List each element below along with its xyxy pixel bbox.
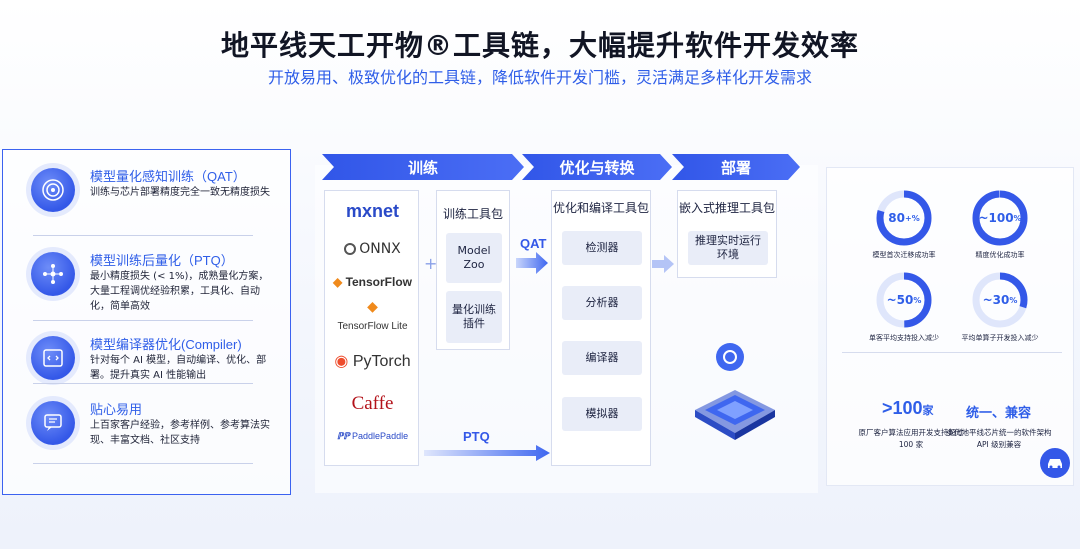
ring-chart (876, 272, 932, 328)
metric-ring: ~30% (970, 270, 1030, 330)
stat-desc: 原厂客户算法应用开发支持超过 100 家 (858, 428, 964, 449)
metric-label: 单客平均支持投入减少 (869, 334, 939, 342)
metric-suffix: % (1013, 213, 1022, 223)
metric-suffix: +% (904, 213, 920, 223)
page-subtitle: 开放易用、极致优化的工具链，降低软件开发门槛，灵活满足多样化开发需求 (267, 68, 812, 87)
metric-label: 模型首次迁移成功率 (872, 251, 936, 259)
ring-chart (972, 272, 1028, 328)
metric-value: ~50% (874, 270, 934, 330)
divider (33, 320, 253, 321)
stat-customers: >100家 (882, 398, 934, 419)
metrics-divider (842, 352, 1062, 353)
feature-compiler: 模型编译器优化(Compiler) 针对每个 AI 模型，自动编译、优化、部署。… (3, 322, 292, 402)
paddlepaddle-icon: ℙℙ (336, 431, 350, 441)
pytorch-label: PyTorch (352, 353, 411, 370)
metric-suffix: % (1009, 295, 1018, 305)
runtime-label: 推理实时运行环境 (695, 234, 761, 261)
metric-label: 平均单算子开发投入减少 (961, 334, 1039, 342)
page-title: 地平线天工开物®工具链，大幅提升软件开发效率 (220, 29, 859, 62)
metric-suffix: % (913, 295, 922, 305)
metric-label: 精度优化成功率 (975, 251, 1025, 259)
divider (33, 383, 253, 384)
feature-desc: 上百家客户经验，参考样例、参考算法实现、丰富文档、社区支持 (90, 420, 270, 446)
stat-unified: 统一、兼容 (966, 406, 1032, 421)
runtime-item[interactable]: 推理实时运行环境 (688, 231, 768, 265)
target-icon (31, 168, 75, 212)
metrics-panel (826, 167, 1074, 486)
metric-ring: 80+% (874, 188, 934, 248)
feature-desc: 针对每个 AI 模型，自动编译、优化、部署。提升真实 AI 性能输出 (90, 355, 267, 381)
tensorflow-logo: ◆ TensorFlow (325, 275, 420, 289)
analyzer-item[interactable]: 分析器 (562, 286, 642, 320)
framework-list: mxnet ONNX ◆ TensorFlow ◆ TensorFlow Lit… (324, 190, 419, 466)
feature-desc: 最小精度损失 (< 1%)，成熟量化方案，大量工程调优经验积累，工具化、自动化，… (90, 271, 269, 312)
metric-value: ~30% (970, 270, 1030, 330)
ring-chart (876, 190, 932, 246)
feature-title: 模型训练后量化（PTQ） (90, 253, 234, 268)
plus-icon: + (424, 254, 438, 273)
qat-label: QAT (520, 236, 547, 251)
onnx-icon (344, 243, 357, 255)
detector-item[interactable]: 检测器 (562, 231, 642, 265)
quant-plugin-item[interactable]: 量化训练插件 (446, 291, 502, 343)
metric-number: ~100 (978, 211, 1014, 225)
optimize-to-deploy-arrow-icon (652, 255, 674, 273)
train-toolkit-title: 训练工具包 (442, 207, 503, 221)
chip-illustration-icon (695, 343, 775, 440)
paddlepaddle-logo: ℙℙ PaddlePaddle (325, 431, 420, 442)
feature-title: 模型编译器优化(Compiler) (90, 337, 242, 352)
feature-qat: 模型量化感知训练（QAT） 训练与芯片部署精度完全一致无精度损失 (3, 154, 292, 234)
caffe-logo: Caffe (351, 393, 394, 414)
ptq-arrow-icon (424, 445, 550, 461)
code-window-icon (31, 336, 75, 380)
tensorflow-lite-icon: ◆ (367, 299, 378, 315)
network-icon (31, 252, 75, 296)
stat-desc: 多代地平线芯片统一的软件架构API 级别兼容 (946, 428, 1052, 449)
feature-title: 贴心易用 (90, 402, 143, 417)
features-panel: 模型量化感知训练（QAT） 训练与芯片部署精度完全一致无精度损失 模型训练后量化… (2, 149, 291, 495)
pytorch-icon: ◉ (334, 353, 349, 370)
pytorch-logo: ◉ PyTorch (325, 351, 420, 371)
train-toolkit-box: 训练工具包 Model Zoo 量化训练插件 (436, 190, 510, 350)
stat-unit: 家 (922, 405, 934, 417)
feature-easy: 贴心易用 上百家客户经验，参考样例、参考算法实现、丰富文档、社区支持 (3, 387, 292, 467)
feature-title: 模型量化感知训练（QAT） (90, 169, 246, 184)
quant-plugin-label: 量化训练插件 (452, 303, 496, 330)
tensorflow-label: TensorFlow (345, 275, 413, 289)
stage-train: 训练 (322, 154, 524, 180)
feature-ptq: 模型训练后量化（PTQ） 最小精度损失 (< 1%)，成熟量化方案，大量工程调优… (3, 238, 292, 318)
model-zoo-label: Model Zoo (457, 244, 491, 271)
onnx-logo: ONNX (325, 241, 420, 257)
optimize-toolkit-box: 优化和编译工具包 检测器 分析器 编译器 模拟器 (551, 190, 651, 466)
tensorflow-icon: ◆ (332, 275, 343, 289)
divider (33, 235, 253, 236)
compiler-item[interactable]: 编译器 (562, 341, 642, 375)
simulator-item[interactable]: 模拟器 (562, 397, 642, 431)
optimize-toolkit-title: 优化和编译工具包 (552, 201, 649, 215)
metric-value: 80+% (874, 188, 934, 248)
feature-desc: 训练与芯片部署精度完全一致无精度损失 (90, 187, 270, 198)
ring-chart (972, 190, 1028, 246)
deploy-toolkit-title: 嵌入式推理工具包 (678, 201, 775, 215)
metric-value: ~100% (970, 188, 1030, 248)
stage-optimize: 优化与转换 (522, 154, 672, 180)
model-zoo-item[interactable]: Model Zoo (446, 233, 502, 283)
metric-ring: ~50% (874, 270, 934, 330)
ptq-label: PTQ (463, 429, 490, 444)
metric-number: 80 (888, 211, 905, 225)
stage-deploy: 部署 (672, 154, 800, 180)
mxnet-logo: mxnet (345, 201, 399, 221)
stat-value: >100 (882, 398, 923, 418)
chat-icon (31, 401, 75, 445)
car-icon (1040, 448, 1070, 478)
paddlepaddle-label: PaddlePaddle (352, 431, 409, 441)
metric-number: ~30 (982, 293, 1010, 307)
onnx-label: ONNX (359, 241, 401, 257)
deploy-toolkit-box: 嵌入式推理工具包 推理实时运行环境 (677, 190, 777, 278)
metric-ring: ~100% (970, 188, 1030, 248)
tensorflow-lite-logo: TensorFlow Lite (337, 321, 408, 332)
divider (33, 463, 253, 464)
qat-arrow-icon (516, 252, 548, 274)
metric-number: ~50 (886, 293, 914, 307)
